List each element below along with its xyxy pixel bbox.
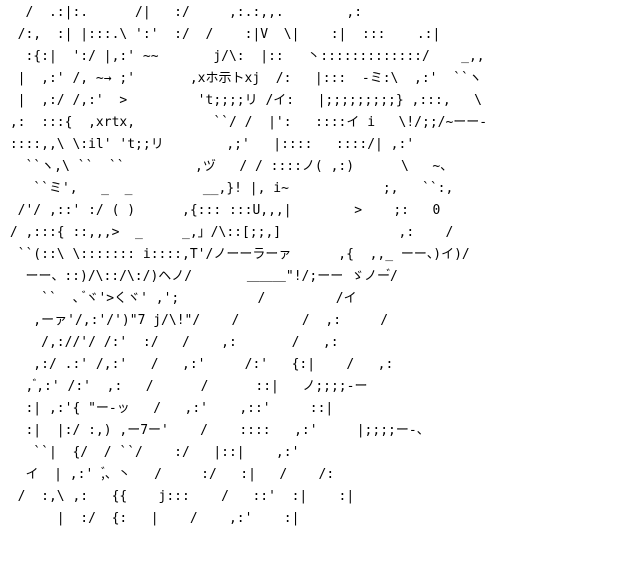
ascii-art: / .:|:. /| :/ ,:.:,,. ,: /:, :| |:::.\ '… [9, 5, 488, 526]
